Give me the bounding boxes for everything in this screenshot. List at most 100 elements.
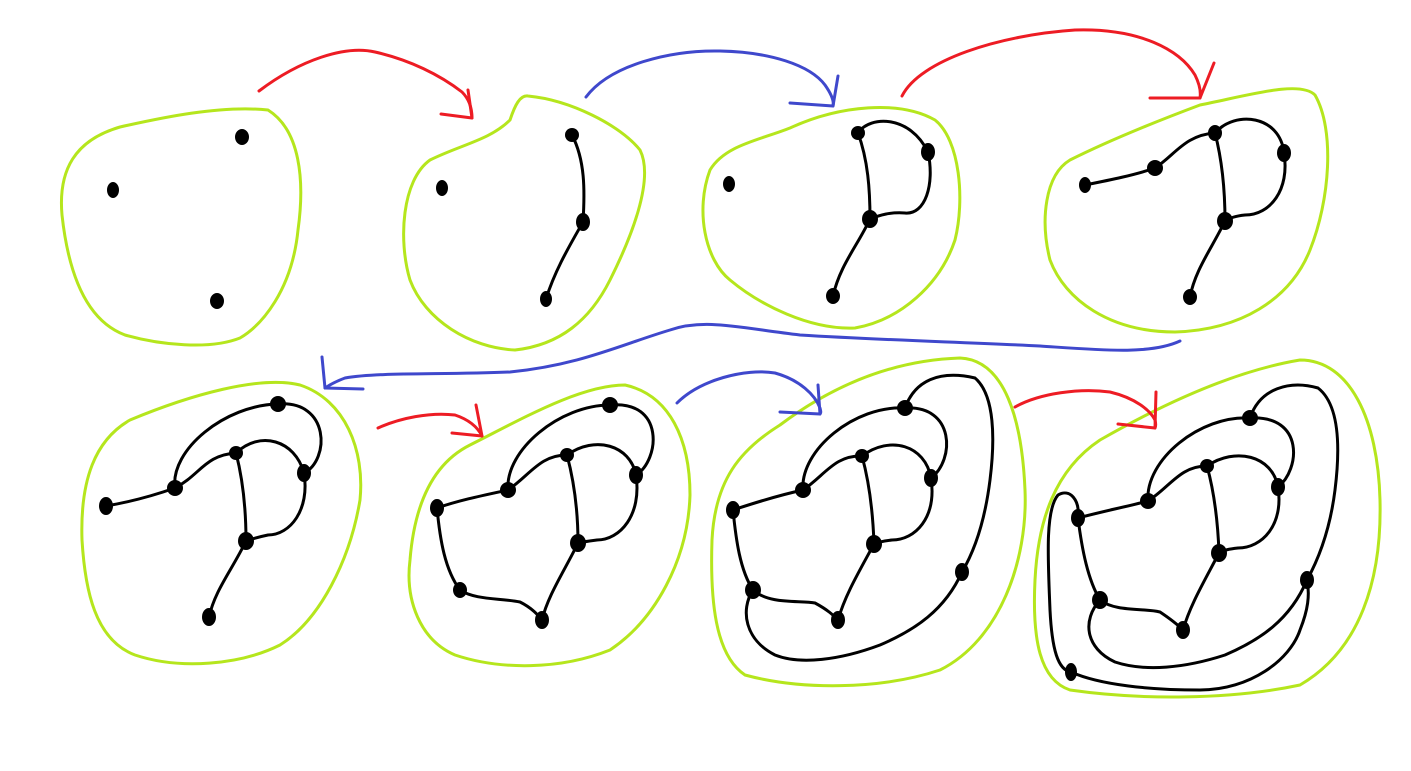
edge: [104, 486, 177, 508]
vertex: [955, 563, 969, 581]
vertex: [602, 397, 618, 413]
arrow-step-1-to-2: [257, 48, 474, 120]
edge: [544, 220, 585, 301]
vertex: [565, 128, 579, 142]
panel-1-outline: [59, 107, 303, 347]
vertex: [851, 126, 865, 140]
vertex: [1277, 144, 1291, 162]
vertex: [210, 293, 224, 309]
edge: [608, 403, 655, 477]
vertex: [1092, 591, 1108, 609]
arrow-step-2-to-3: [584, 49, 840, 108]
panel-7-edges: [731, 373, 995, 662]
edge: [868, 150, 932, 221]
edge: [872, 476, 934, 546]
panel-3-edges: [831, 119, 932, 298]
edge: [856, 119, 930, 154]
panel-4-vertices: [1079, 125, 1291, 305]
edge: [860, 443, 933, 480]
vertex: [535, 611, 549, 629]
panel-5-outline: [80, 380, 363, 666]
transition-arrows: [257, 28, 1216, 438]
vertex: [1071, 509, 1085, 527]
arrow-step-3-to-4: [900, 28, 1216, 100]
panel-7-outline: [710, 356, 1027, 688]
vertex: [629, 466, 643, 484]
edge: [234, 439, 306, 475]
vertex: [745, 581, 761, 599]
vertex: [831, 611, 845, 629]
vertex: [924, 469, 938, 487]
edge: [1069, 578, 1310, 692]
panel-6-edges: [435, 403, 655, 622]
edge: [1076, 499, 1150, 520]
panel-3-outline: [701, 106, 962, 330]
vertex: [500, 482, 516, 498]
vertex: [826, 288, 840, 304]
vertex: [540, 291, 552, 307]
vertex: [1242, 410, 1258, 426]
vertex: [297, 464, 311, 482]
edge: [1205, 464, 1221, 555]
vertex: [723, 176, 735, 192]
edge: [1248, 383, 1340, 582]
vertex: [1147, 160, 1163, 176]
vertex: [1176, 621, 1190, 639]
vertex: [430, 499, 444, 517]
edge: [1146, 464, 1209, 503]
vertex: [107, 182, 119, 198]
vertex: [1183, 289, 1197, 305]
vertex: [576, 213, 590, 231]
edge: [903, 373, 995, 574]
vertex: [1217, 212, 1233, 230]
panel-7: [710, 356, 1027, 688]
edge: [1083, 166, 1157, 187]
edge: [540, 541, 580, 622]
vertex: [1200, 459, 1214, 473]
edge: [1188, 219, 1227, 299]
vertex: [921, 143, 935, 161]
edge: [1213, 117, 1286, 155]
edge: [244, 471, 307, 543]
arrow-step-4-to-5: [320, 322, 1182, 391]
vertex: [238, 532, 254, 550]
edge: [831, 217, 872, 298]
panel-8-vertices: [1065, 410, 1314, 681]
vertex: [1271, 478, 1285, 496]
vertex: [1208, 125, 1222, 141]
edge: [1213, 131, 1227, 223]
panel-2: [402, 94, 646, 352]
panel-4-outline: [1043, 87, 1330, 334]
panel-8-edges: [1046, 383, 1340, 692]
vertex: [795, 482, 811, 498]
panel-1-vertices: [107, 129, 249, 309]
panel-6: [407, 383, 692, 668]
panel-5-edges: [104, 402, 323, 619]
arrow-step-6-to-7: [675, 370, 823, 416]
edge: [1098, 598, 1185, 632]
edge: [1076, 516, 1102, 602]
edge: [1153, 131, 1217, 170]
edge: [1046, 491, 1080, 674]
arrow-step-5-to-6: [376, 403, 484, 438]
edge: [506, 403, 612, 492]
edge: [1146, 416, 1252, 503]
panel-6-outline: [407, 383, 692, 668]
vertex: [726, 501, 740, 519]
edge: [435, 506, 462, 592]
edge: [435, 488, 510, 510]
vertex: [202, 608, 216, 626]
panel-2-vertices: [436, 128, 590, 307]
panel-5-vertices: [99, 396, 311, 626]
vertex: [855, 449, 869, 463]
edge: [903, 406, 949, 480]
edge: [458, 588, 544, 622]
edge: [731, 508, 755, 592]
vertex: [167, 480, 183, 496]
edge: [1181, 551, 1221, 632]
vertex: [1211, 544, 1227, 562]
vertex: [235, 129, 249, 145]
edge: [276, 402, 323, 475]
panel-3: [701, 106, 962, 330]
